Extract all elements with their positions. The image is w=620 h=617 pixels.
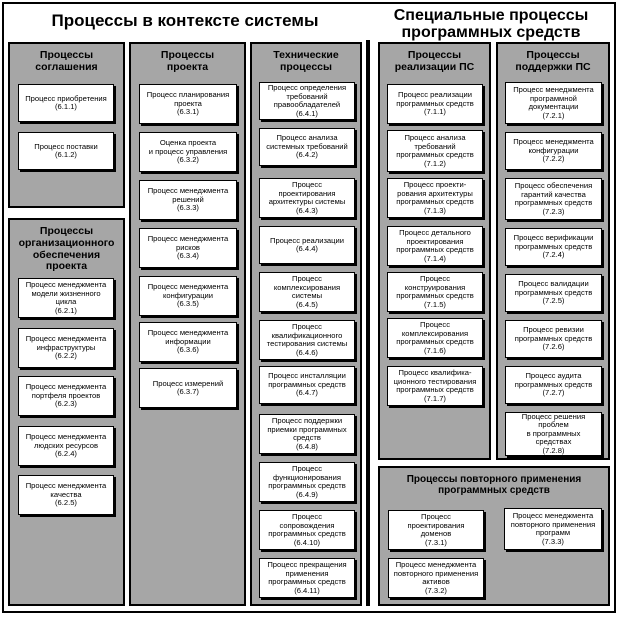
process-box: Процесс реализации программных средств (…	[387, 84, 483, 124]
process-box: Процесс менеджмента повторного применени…	[388, 558, 484, 598]
group-software-reuse-processes: Процессы повторного применения программн…	[378, 466, 610, 606]
group-title: Процессы поддержки ПС	[515, 49, 591, 73]
group-software-support-processes: Процессы поддержки ПС Процесс менеджмент…	[496, 42, 610, 460]
process-box: Процесс проектирования архитектуры систе…	[259, 178, 355, 218]
process-box: Процесс комплексирования программных сре…	[387, 318, 483, 358]
process-box: Процесс анализа системных требований (6.…	[259, 128, 355, 166]
process-box: Процесс менеджмента информации (6.3.6)	[139, 322, 237, 362]
process-box: Процесс определения требований правообла…	[259, 82, 355, 120]
group-title: Процессы организационного обеспечения пр…	[18, 225, 115, 273]
process-box: Процесс проектирования доменов (7.3.1)	[388, 510, 484, 550]
process-box: Процесс сопровождения программных средст…	[259, 510, 355, 550]
process-box: Процесс конструирования программных сред…	[387, 272, 483, 312]
process-box: Процесс обеспечения гарантий качества пр…	[505, 178, 602, 220]
process-box: Процесс квалификационного тестирования с…	[259, 320, 355, 360]
process-box: Процесс менеджмента рисков (6.3.4)	[139, 228, 237, 268]
process-box: Процесс детального проектирования програ…	[387, 226, 483, 266]
process-box: Процесс поддержки приемки программных ср…	[259, 414, 355, 454]
group-org-enabling-processes: Процессы организационного обеспечения пр…	[8, 218, 125, 606]
process-box: Процесс верификации программных средств …	[505, 228, 602, 266]
process-box: Процесс менеджмента модели жизненного ци…	[18, 278, 114, 318]
group-software-implementation-processes: Процессы реализации ПС Процесс реализаци…	[378, 42, 491, 460]
process-box: Процесс менеджмента людских ресурсов (6.…	[18, 426, 114, 466]
section-title-system-context: Процессы в контексте системы	[51, 11, 319, 30]
group-agreement-processes: Процессы соглашения Процесс приобретения…	[8, 42, 125, 208]
process-box: Процесс решения проблем в программных ср…	[505, 412, 602, 456]
section-divider	[366, 40, 370, 606]
process-box: Процесс планирования проекта (6.3.1)	[139, 84, 237, 124]
process-box: Процесс реализации (6.4.4)	[259, 226, 355, 264]
group-technical-processes: Технические процессы Процесс определения…	[250, 42, 362, 606]
process-box: Процесс функционирования программных сре…	[259, 462, 355, 502]
group-title: Процессы повторного применения программн…	[406, 474, 582, 497]
process-box: Процесс менеджмента инфраструктуры (6.2.…	[18, 328, 114, 368]
process-box: Процесс квалифика- ционного тестирования…	[387, 366, 483, 406]
group-title: Процессы соглашения	[35, 49, 98, 73]
process-box: Процесс аудита программных средств (7.2.…	[505, 366, 602, 404]
process-box: Процесс менеджмента конфигурации (6.3.5)	[139, 276, 237, 316]
process-box: Процесс ревизии программных средств (7.2…	[505, 320, 602, 358]
process-box: Процесс менеджмента решений (6.3.3)	[139, 180, 237, 220]
process-box: Процесс менеджмента конфигурации (7.2.2)	[505, 132, 602, 170]
process-box: Процесс поставки (6.1.2)	[18, 132, 114, 170]
group-title: Процессы проекта	[160, 49, 215, 73]
process-box: Процесс анализа требований программных с…	[387, 130, 483, 172]
process-box: Процесс инсталляции программных средств …	[259, 366, 355, 404]
process-box: Процесс валидации программных средств (7…	[505, 274, 602, 312]
group-title: Процессы реализации ПС	[394, 49, 475, 73]
process-box: Оценка проекта и процесс управления (6.3…	[139, 132, 237, 172]
process-box: Процесс менеджмента повторного применени…	[504, 508, 602, 550]
group-title: Технические процессы	[273, 49, 339, 73]
process-box: Процесс менеджмента качества (6.2.5)	[18, 475, 114, 515]
section-title-software-specific: Специальные процессы программных средств	[393, 7, 589, 41]
process-box: Процесс измерений (6.3.7)	[139, 368, 237, 408]
process-box: Процесс комплексирования системы (6.4.5)	[259, 272, 355, 312]
process-box: Процесс прекращения применения программн…	[259, 558, 355, 598]
process-box: Процесс менеджмента программной документ…	[505, 82, 602, 124]
process-box: Процесс менеджмента портфеля проектов (6…	[18, 376, 114, 416]
process-box: Процесс приобретения (6.1.1)	[18, 84, 114, 122]
group-project-processes: Процессы проекта Процесс планирования пр…	[129, 42, 246, 606]
process-box: Процесс проекти- рования архитектуры про…	[387, 178, 483, 218]
